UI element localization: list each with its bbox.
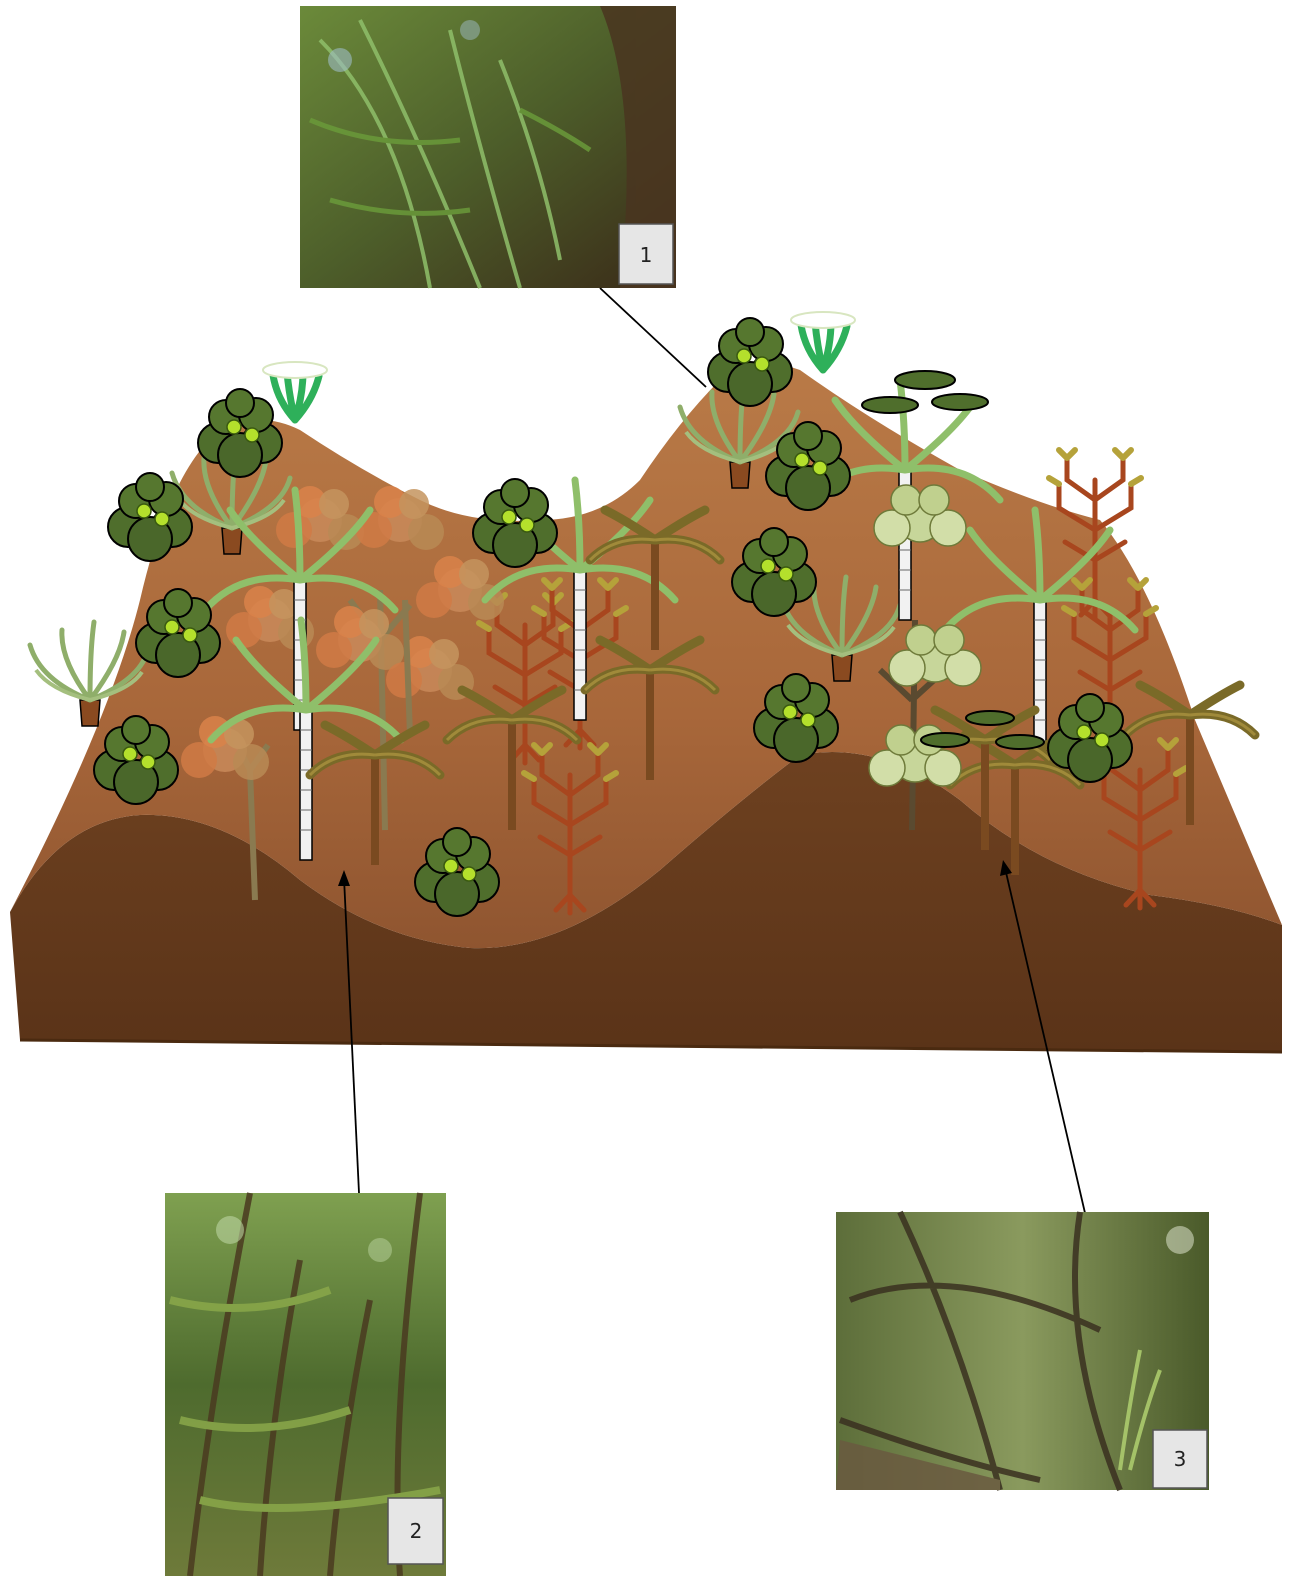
photo-label-3: 3 — [1153, 1430, 1207, 1488]
photo-3: 3 — [836, 1212, 1209, 1490]
leader-line-1 — [600, 288, 706, 387]
photo-label-1-text: 1 — [640, 243, 653, 267]
photo-label-1: 1 — [619, 224, 673, 284]
photo-2: 2 — [165, 1193, 446, 1576]
photo-label-2: 2 — [388, 1498, 443, 1564]
white-flower-plant-icon — [791, 312, 855, 370]
photo-1: 1 — [300, 6, 676, 288]
photo-label-2-text: 2 — [410, 1519, 423, 1543]
photo-label-3-text: 3 — [1174, 1447, 1187, 1471]
